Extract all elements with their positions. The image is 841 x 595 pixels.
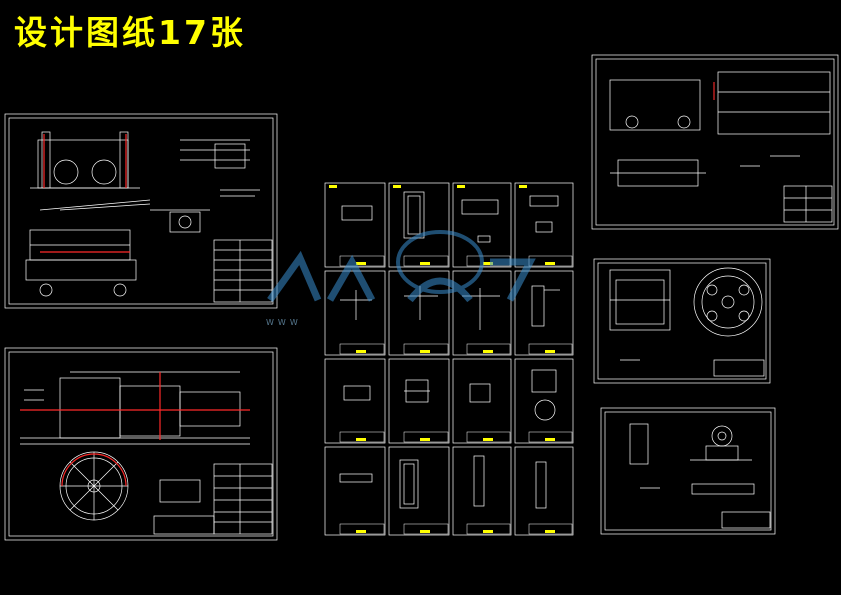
sheet-mid-right	[593, 258, 771, 384]
sheet-bottom-right	[600, 407, 776, 535]
sheet-1	[4, 113, 278, 309]
sheet-top-right	[591, 54, 839, 230]
sheet-2	[4, 347, 278, 541]
watermark-logo	[267, 230, 536, 303]
sheet-grid	[324, 182, 574, 536]
watermark-text: WWW	[266, 318, 302, 327]
page-title: 设计图纸17张	[14, 13, 246, 52]
